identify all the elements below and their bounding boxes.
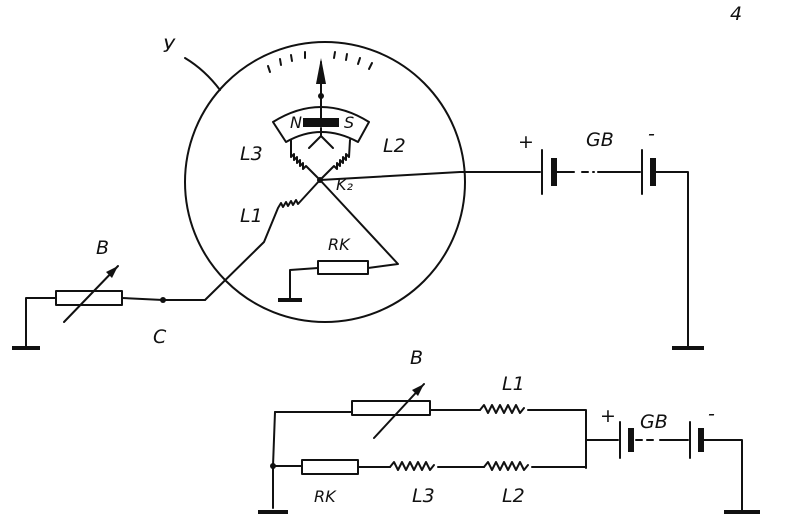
top-battery-minus: - bbox=[648, 123, 655, 145]
bottom-battery-plus: + bbox=[600, 405, 616, 427]
top-battery-gb: + GB - bbox=[319, 123, 704, 350]
instrument-label: У bbox=[163, 35, 176, 57]
top-resistor-b: C B bbox=[12, 237, 206, 350]
coil-l1-label: L1 bbox=[240, 205, 263, 227]
coil-l2 bbox=[321, 139, 351, 179]
instrument-housing bbox=[184, 41, 466, 323]
node-c-label: C bbox=[153, 326, 167, 348]
resistor-rk-label: RK bbox=[328, 235, 351, 254]
bottom-variable-resistor-b bbox=[351, 400, 431, 416]
top-battery-label: GB bbox=[586, 129, 614, 151]
coil-l1 bbox=[204, 179, 321, 301]
bottom-resistor-rk bbox=[301, 459, 359, 475]
bottom-coil-l1 bbox=[479, 404, 525, 414]
top-battery-plus: + bbox=[518, 131, 534, 153]
bottom-coil-l3 bbox=[389, 461, 435, 471]
coil-l3-label: L3 bbox=[240, 143, 263, 165]
scale-ticks bbox=[267, 51, 373, 73]
bottom-coil-l2-label: L2 bbox=[502, 485, 525, 507]
bottom-battery-minus: - bbox=[708, 403, 715, 425]
variable-resistor-b-label: B bbox=[96, 237, 109, 259]
bottom-coil-l2 bbox=[483, 461, 529, 471]
bottom-coil-l1-label: L1 bbox=[502, 373, 525, 395]
bottom-resistor-rk-label: RK bbox=[314, 487, 337, 506]
instrument-leader-line bbox=[184, 57, 221, 91]
magnet-sector: N S bbox=[272, 95, 370, 143]
page-number: 4 bbox=[730, 3, 742, 25]
variable-resistor-b bbox=[55, 290, 123, 306]
coil-l2-label: L2 bbox=[383, 135, 406, 157]
bottom-coil-l3-label: L3 bbox=[412, 485, 435, 507]
pole-s-label: S bbox=[344, 113, 354, 132]
bottom-battery-label: GB bbox=[640, 411, 668, 433]
bottom-resistor-b-label: B bbox=[410, 347, 423, 369]
instrument-diagram: У N S L3 L2 bbox=[163, 35, 466, 323]
resistor-rk bbox=[317, 260, 369, 275]
coil-l3 bbox=[290, 139, 319, 179]
pole-n-label: N bbox=[290, 113, 302, 132]
equivalent-circuit: B L1 RK L3 L2 + GB - bbox=[258, 347, 760, 514]
